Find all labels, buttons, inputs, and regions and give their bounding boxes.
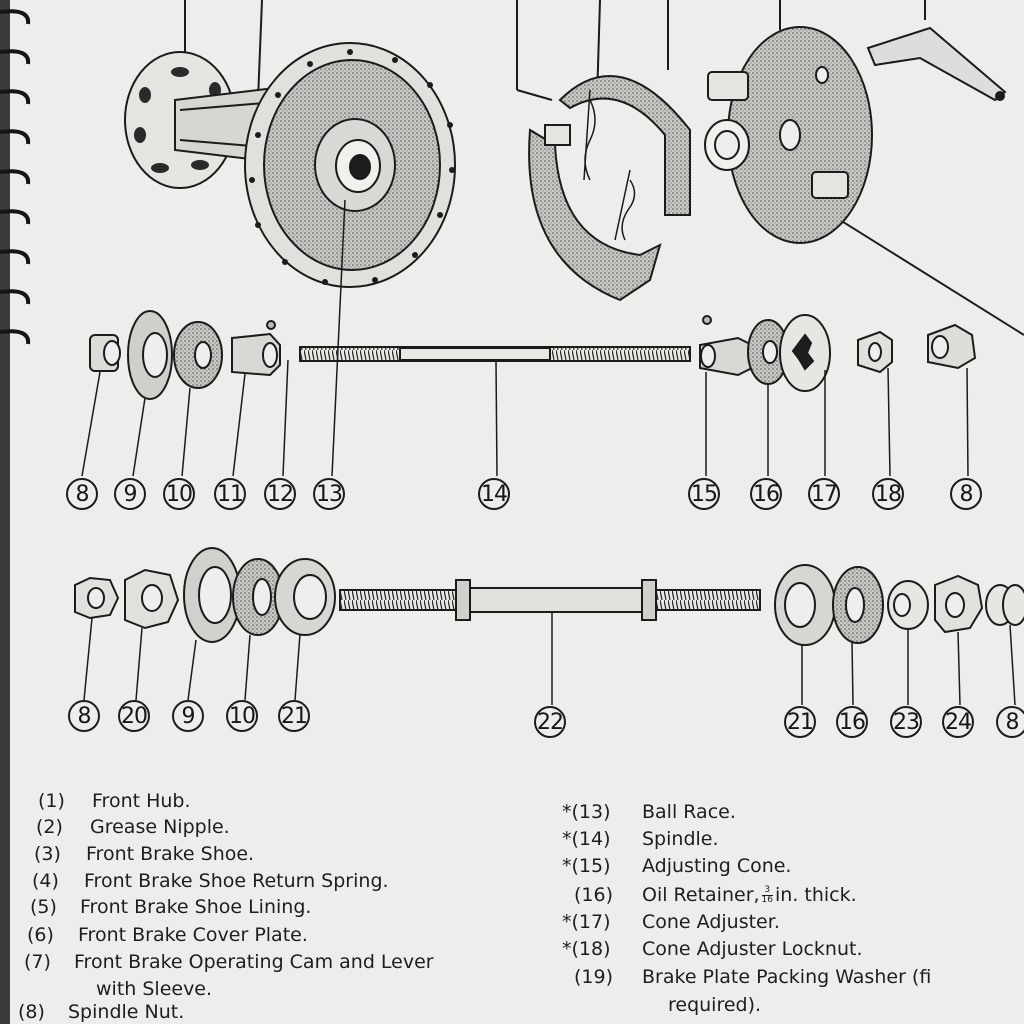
legend-text: Grease Nipple.	[90, 816, 230, 838]
callout-11: 11	[214, 478, 246, 510]
legend-num: (1)	[38, 790, 65, 812]
row1-parts	[81, 199, 977, 477]
callout-24: 24	[942, 706, 974, 738]
callout-16: 16	[750, 478, 782, 510]
legend-text: Cone Adjuster Locknut.	[642, 938, 863, 960]
legend-num: (2)	[36, 816, 63, 838]
callout-12: 12	[264, 478, 296, 510]
callout-8-lower-right: 8	[996, 706, 1024, 738]
spiral-binding	[0, 9, 31, 345]
callout-10: 10	[163, 478, 195, 510]
fraction-numerator: 3	[761, 886, 773, 896]
legend-num: *(13)	[562, 801, 611, 823]
legend-text: Front Brake Operating Cam and Lever	[74, 951, 434, 973]
callout-18: 18	[872, 478, 904, 510]
legend-num: *(18)	[562, 938, 611, 960]
legend-text-main: Oil Retainer,	[642, 884, 760, 906]
legend-text: Front Brake Cover Plate.	[78, 924, 308, 946]
legend-num: (16)	[574, 884, 614, 906]
callout-16-lower: 16	[836, 706, 868, 738]
callout-15: 15	[688, 478, 720, 510]
legend-text: Front Brake Shoe.	[86, 843, 255, 865]
callout-9-lower: 9	[172, 700, 204, 732]
callout-9: 9	[114, 478, 146, 510]
callout-8: 8	[66, 478, 98, 510]
legend-num: (6)	[27, 924, 54, 946]
legend-num: (19)	[574, 966, 614, 988]
row2-parts	[74, 547, 1024, 706]
legend-text: Adjusting Cone.	[642, 855, 792, 877]
cover-plate-drawing	[704, 0, 1024, 336]
legend-num: (4)	[32, 870, 59, 892]
legend-text: required).	[668, 994, 762, 1016]
legend-num: (3)	[34, 843, 61, 865]
legend-num: (8)	[18, 1001, 45, 1023]
legend-num: (7)	[24, 951, 51, 973]
legend-text: Front Brake Shoe Return Spring.	[84, 870, 389, 892]
legend-num: *(15)	[562, 855, 611, 877]
callout-14: 14	[478, 478, 510, 510]
legend-text: Spindle.	[642, 828, 719, 850]
fraction-denominator: 16	[761, 895, 773, 905]
exploded-hub-diagram	[74, 0, 1024, 706]
legend-text: Ball Race.	[642, 801, 736, 823]
callout-21: 21	[278, 700, 310, 732]
legend-text: Front Brake Shoe Lining.	[80, 896, 312, 918]
callout-20: 20	[118, 700, 150, 732]
legend-text: Cone Adjuster.	[642, 911, 780, 933]
callout-21-right: 21	[784, 706, 816, 738]
legend-num: *(17)	[562, 911, 611, 933]
front-hub-drawing	[124, 0, 456, 288]
legend-text: Spindle Nut.	[68, 1001, 185, 1023]
legend-num: (5)	[30, 896, 57, 918]
callout-8-lower: 8	[68, 700, 100, 732]
legend-text: with Sleeve.	[96, 978, 213, 1000]
callout-23: 23	[890, 706, 922, 738]
callout-8-right: 8	[950, 478, 982, 510]
callout-10-lower: 10	[226, 700, 258, 732]
legend-text-after: in. thick.	[775, 884, 857, 906]
callout-17: 17	[808, 478, 840, 510]
callout-22: 22	[534, 706, 566, 738]
legend-text: Front Hub.	[92, 790, 191, 812]
legend-text: Brake Plate Packing Washer (fi	[642, 966, 932, 988]
callout-13: 13	[313, 478, 345, 510]
brake-shoes-drawing	[516, 0, 691, 302]
legend-num: *(14)	[562, 828, 611, 850]
